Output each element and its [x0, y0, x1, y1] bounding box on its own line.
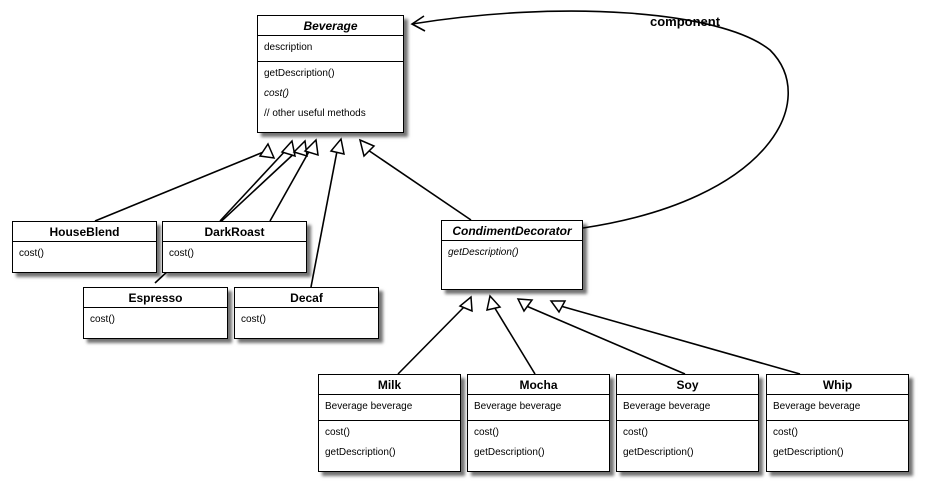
arrowhead-icon	[516, 298, 534, 313]
attribute: Beverage beverage	[773, 401, 861, 412]
method: // other useful methods	[264, 108, 366, 119]
methods-section: cost()	[235, 308, 378, 333]
component-label: component	[650, 14, 721, 29]
attributes-section: Beverage beverage	[319, 395, 460, 421]
method: cost()	[264, 88, 289, 99]
methods-section: cost()	[13, 242, 156, 267]
method: cost()	[169, 248, 194, 259]
method: getDescription()	[264, 68, 335, 79]
attribute: Beverage beverage	[474, 401, 562, 412]
arrowhead-icon	[458, 295, 473, 313]
class-name: Whip	[767, 375, 908, 395]
methods-section: cost()	[84, 308, 227, 333]
arrowhead-icon	[358, 138, 376, 158]
method: cost()	[19, 248, 44, 259]
attribute: description	[264, 42, 313, 53]
class-name: Espresso	[84, 288, 227, 308]
component-association-line	[411, 10, 789, 229]
attribute: Beverage beverage	[325, 401, 413, 412]
arrowhead-icon	[486, 294, 502, 311]
class-condiment-decorator[interactable]: CondimentDecorator getDescription()	[441, 220, 583, 290]
inheritance-line-darkroast-a	[219, 148, 288, 222]
inheritance-line-darkroast-b	[269, 147, 312, 222]
arrowhead-icon	[280, 139, 296, 158]
inheritance-line-condiment	[364, 147, 472, 221]
methods-section: cost() getDescription()	[617, 421, 758, 466]
attributes-section: Beverage beverage	[468, 395, 609, 421]
method: getDescription()	[474, 447, 545, 458]
methods-section: cost()	[163, 242, 306, 267]
class-decaf[interactable]: Decaf cost()	[234, 287, 379, 339]
arrowhead-icon	[549, 300, 567, 314]
class-espresso[interactable]: Espresso cost()	[83, 287, 228, 339]
attributes-section: Beverage beverage	[767, 395, 908, 421]
class-soy[interactable]: Soy Beverage beverage cost() getDescript…	[616, 374, 759, 472]
attributes-section: Beverage beverage	[617, 395, 758, 421]
method: getDescription()	[623, 447, 694, 458]
inheritance-line-houseblend	[94, 150, 267, 222]
arrowhead-icon	[329, 137, 345, 155]
class-milk[interactable]: Milk Beverage beverage cost() getDescrip…	[318, 374, 461, 472]
class-houseblend[interactable]: HouseBlend cost()	[12, 221, 157, 273]
association-arrowhead-icon	[410, 15, 426, 32]
class-name: Soy	[617, 375, 758, 395]
class-name: HouseBlend	[13, 222, 156, 242]
attribute: Beverage beverage	[623, 401, 711, 412]
methods-section: cost() getDescription()	[468, 421, 609, 466]
arrowhead-icon	[258, 142, 276, 159]
method: cost()	[623, 427, 648, 438]
class-name: DarkRoast	[163, 222, 306, 242]
inheritance-line-milk	[397, 304, 467, 375]
method: getDescription()	[325, 447, 396, 458]
methods-section: getDescription() cost() // other useful …	[258, 62, 403, 127]
method: cost()	[241, 314, 266, 325]
method: getDescription()	[448, 247, 519, 258]
inheritance-line-whip	[556, 304, 801, 375]
method: getDescription()	[773, 447, 844, 458]
inheritance-line-decaf	[310, 145, 339, 288]
attributes-section: description	[258, 36, 403, 62]
method: cost()	[90, 314, 115, 325]
class-mocha[interactable]: Mocha Beverage beverage cost() getDescri…	[467, 374, 610, 472]
class-name: Mocha	[468, 375, 609, 395]
inheritance-line-mocha	[492, 304, 536, 375]
methods-section: cost() getDescription()	[319, 421, 460, 466]
class-name: CondimentDecorator	[442, 221, 582, 241]
methods-section: cost() getDescription()	[767, 421, 908, 466]
method: cost()	[474, 427, 499, 438]
arrowhead-icon	[292, 139, 308, 158]
inheritance-line-soy	[523, 304, 686, 375]
class-beverage[interactable]: Beverage description getDescription() co…	[257, 15, 404, 133]
class-darkroast[interactable]: DarkRoast cost()	[162, 221, 307, 273]
methods-section: getDescription()	[442, 241, 582, 266]
arrowhead-icon	[303, 138, 319, 157]
class-name: Milk	[319, 375, 460, 395]
method: cost()	[773, 427, 798, 438]
class-name: Beverage	[258, 16, 403, 36]
class-name: Decaf	[235, 288, 378, 308]
method: cost()	[325, 427, 350, 438]
class-whip[interactable]: Whip Beverage beverage cost() getDescrip…	[766, 374, 909, 472]
